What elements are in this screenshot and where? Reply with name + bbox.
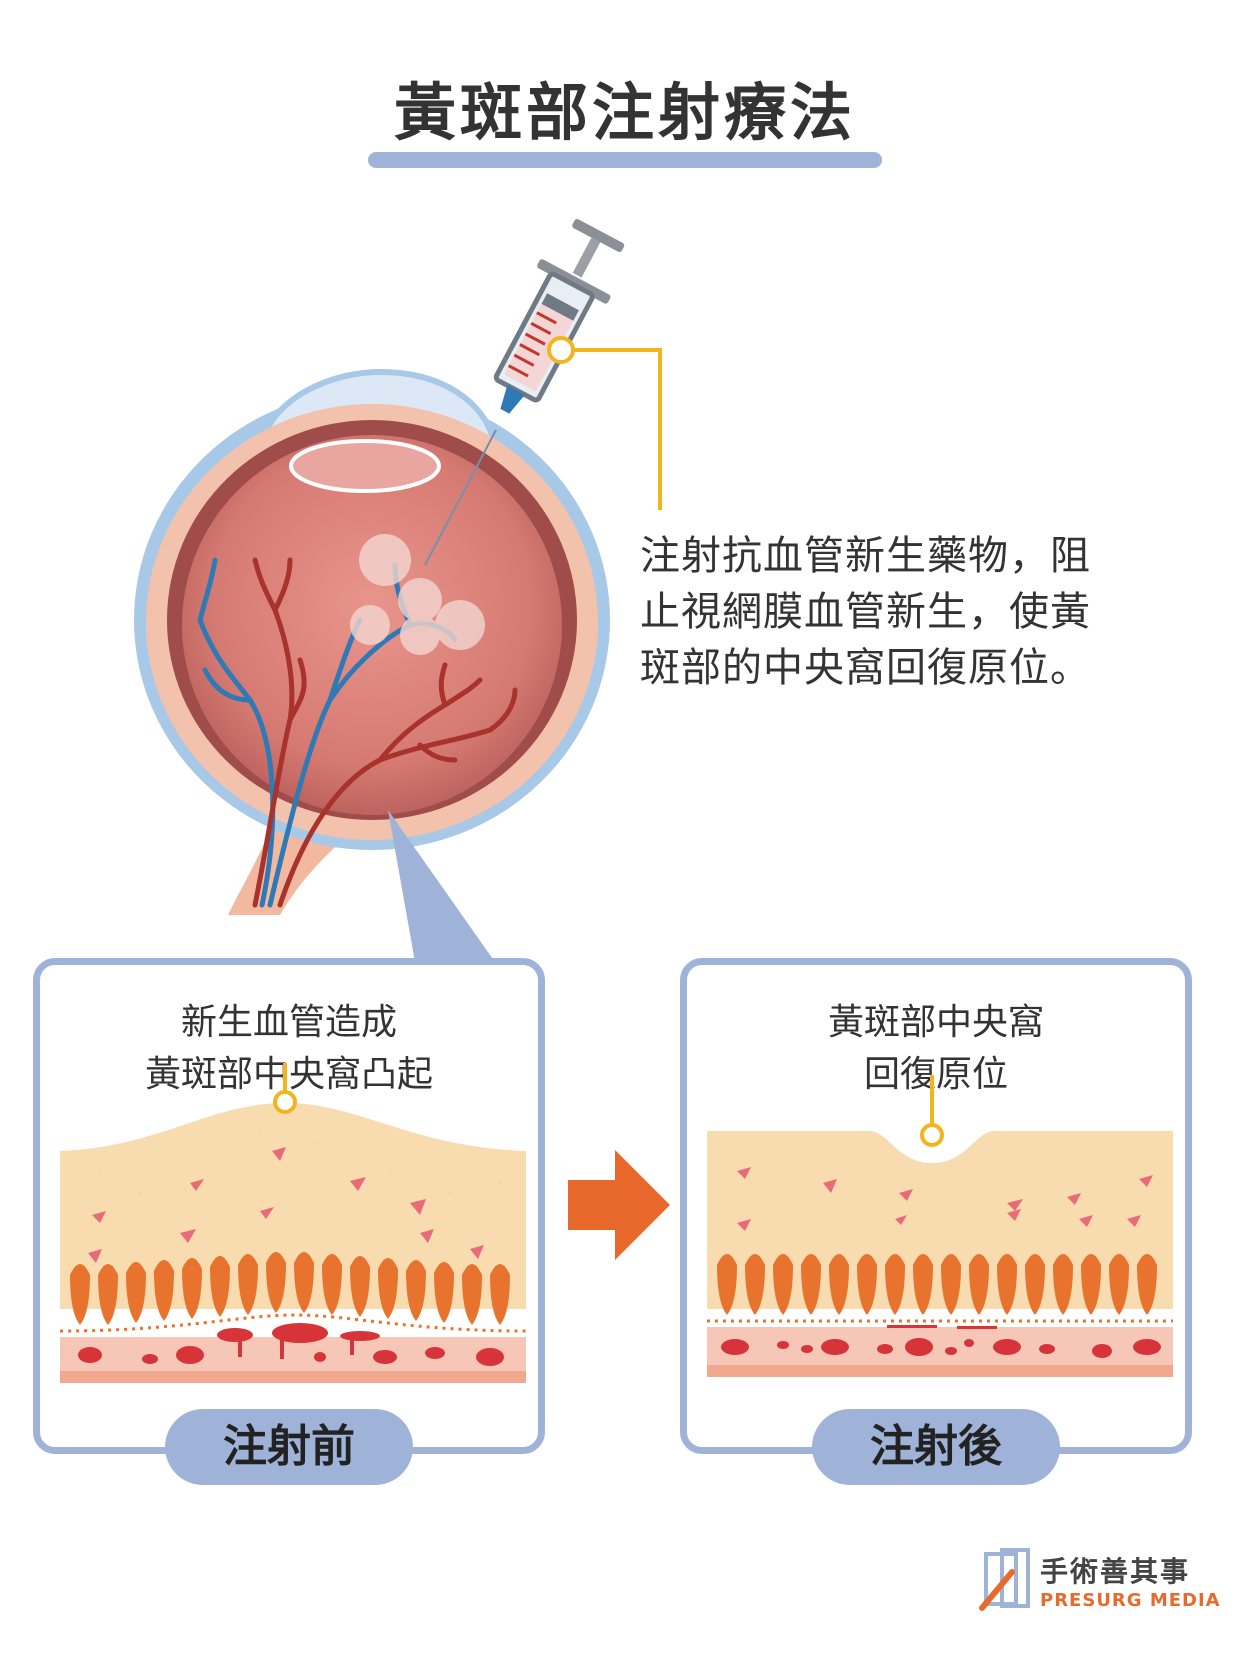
retina-layers-after	[707, 1075, 1173, 1377]
before-after-arrow	[568, 1150, 670, 1260]
page-title: 黃斑部注射療法	[393, 76, 856, 149]
caption-line: 回復原位	[863, 1054, 1008, 1095]
caption-line: 新生血管造成	[180, 1002, 397, 1043]
label-after: 注射後	[812, 1409, 1060, 1485]
retina-layers-before	[59, 1063, 527, 1383]
description: 注射抗血管新生藥物，阻 止視網膜血管新生，使黃 斑部的中央窩回復原位。	[640, 528, 1140, 696]
panel-after-caption: 黃斑部中央窩 回復原位	[687, 997, 1185, 1101]
caption-line: 黃斑部中央窩凸起	[144, 1054, 433, 1095]
title-underline	[368, 152, 882, 168]
drug-cloud	[350, 534, 485, 655]
photoreceptor-cones	[70, 1252, 510, 1325]
description-line: 止視網膜血管新生，使黃	[640, 589, 1091, 635]
panel-before: 新生血管造成 黃斑部中央窩凸起	[33, 958, 545, 1485]
presurg-logo-icon	[979, 1548, 1030, 1611]
caption-line: 黃斑部中央窩	[827, 1002, 1044, 1043]
zoom-wedge	[388, 810, 495, 962]
macula-bulge	[60, 1103, 526, 1309]
photoreceptor-cones	[717, 1254, 1157, 1315]
logo-name-en: PRESURG MEDIA	[1040, 1590, 1221, 1611]
retinal-arteries	[252, 557, 518, 908]
label-before: 注射前	[165, 1409, 413, 1485]
panel-after: 黃斑部中央窩 回復原位	[680, 958, 1192, 1485]
logo-name-cn: 手術善其事	[1040, 1555, 1191, 1588]
description-line: 斑部的中央窩回復原位。	[640, 645, 1091, 691]
lens	[289, 439, 441, 493]
panel-before-caption: 新生血管造成 黃斑部中央窩凸起	[40, 997, 538, 1101]
syringe-callout	[563, 348, 662, 510]
needle	[424, 429, 497, 566]
syringe	[493, 219, 625, 414]
description-line: 注射抗血管新生藥物，阻	[640, 533, 1091, 579]
